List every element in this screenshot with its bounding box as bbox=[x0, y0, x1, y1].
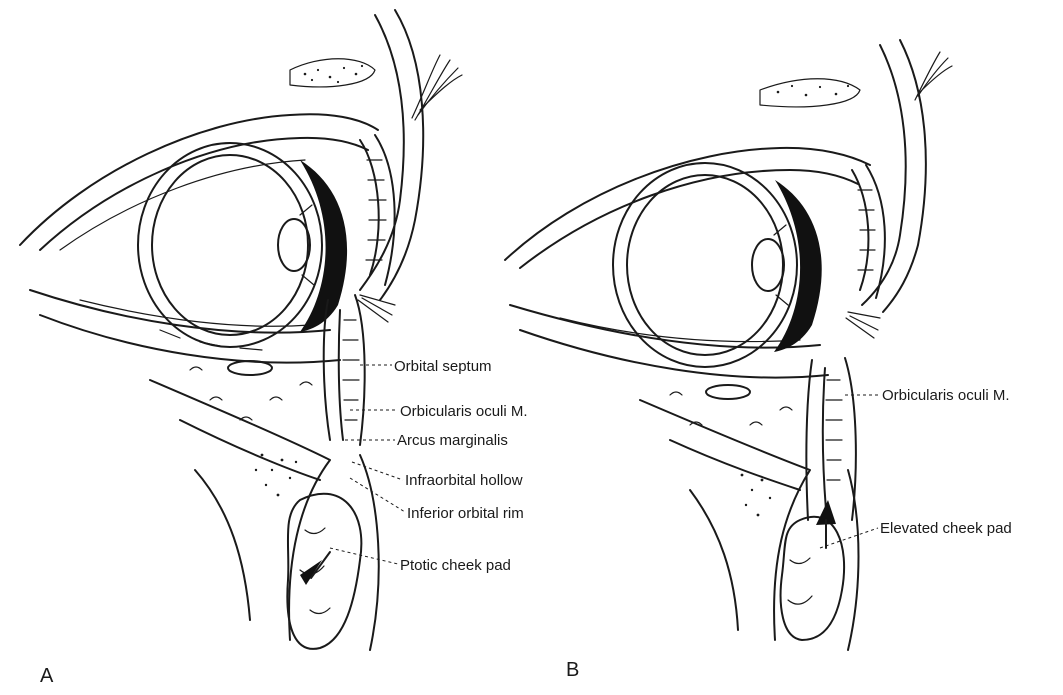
label-orbital-septum: Orbital septum bbox=[394, 358, 492, 375]
label-ptotic-cheek-pad: Ptotic cheek pad bbox=[400, 557, 511, 574]
eyelash-a bbox=[358, 295, 395, 322]
label-orbicularis-oculi-b: Orbicularis oculi M. bbox=[882, 387, 1010, 404]
panel-b-drawing bbox=[505, 40, 952, 650]
label-elevated-cheek-pad: Elevated cheek pad bbox=[880, 520, 1012, 537]
eyebrow-hair-b bbox=[915, 52, 952, 100]
ptotic-cheek-pad-shape bbox=[287, 494, 361, 649]
label-infraorbital-hollow: Infraorbital hollow bbox=[405, 472, 523, 489]
bone-speckle-b1 bbox=[777, 85, 849, 96]
bone-speckle-b2 bbox=[741, 474, 772, 517]
label-arcus-marginalis: Arcus marginalis bbox=[397, 432, 508, 449]
elevated-cheek-pad-shape bbox=[781, 517, 844, 640]
panel-letter-b: B bbox=[566, 659, 579, 681]
infraorbital-nerve-b bbox=[706, 385, 750, 399]
bone-speckle-a1 bbox=[304, 65, 363, 83]
infraorbital-nerve-a bbox=[228, 361, 272, 375]
label-orbicularis-oculi-a: Orbicularis oculi M. bbox=[400, 403, 528, 420]
panel-letter-a: A bbox=[40, 665, 54, 687]
eyelash-b bbox=[846, 312, 880, 338]
bone-speckle-a2 bbox=[255, 454, 297, 497]
panel-a-drawing bbox=[20, 10, 462, 650]
label-inferior-orbital-rim: Inferior orbital rim bbox=[407, 505, 524, 522]
